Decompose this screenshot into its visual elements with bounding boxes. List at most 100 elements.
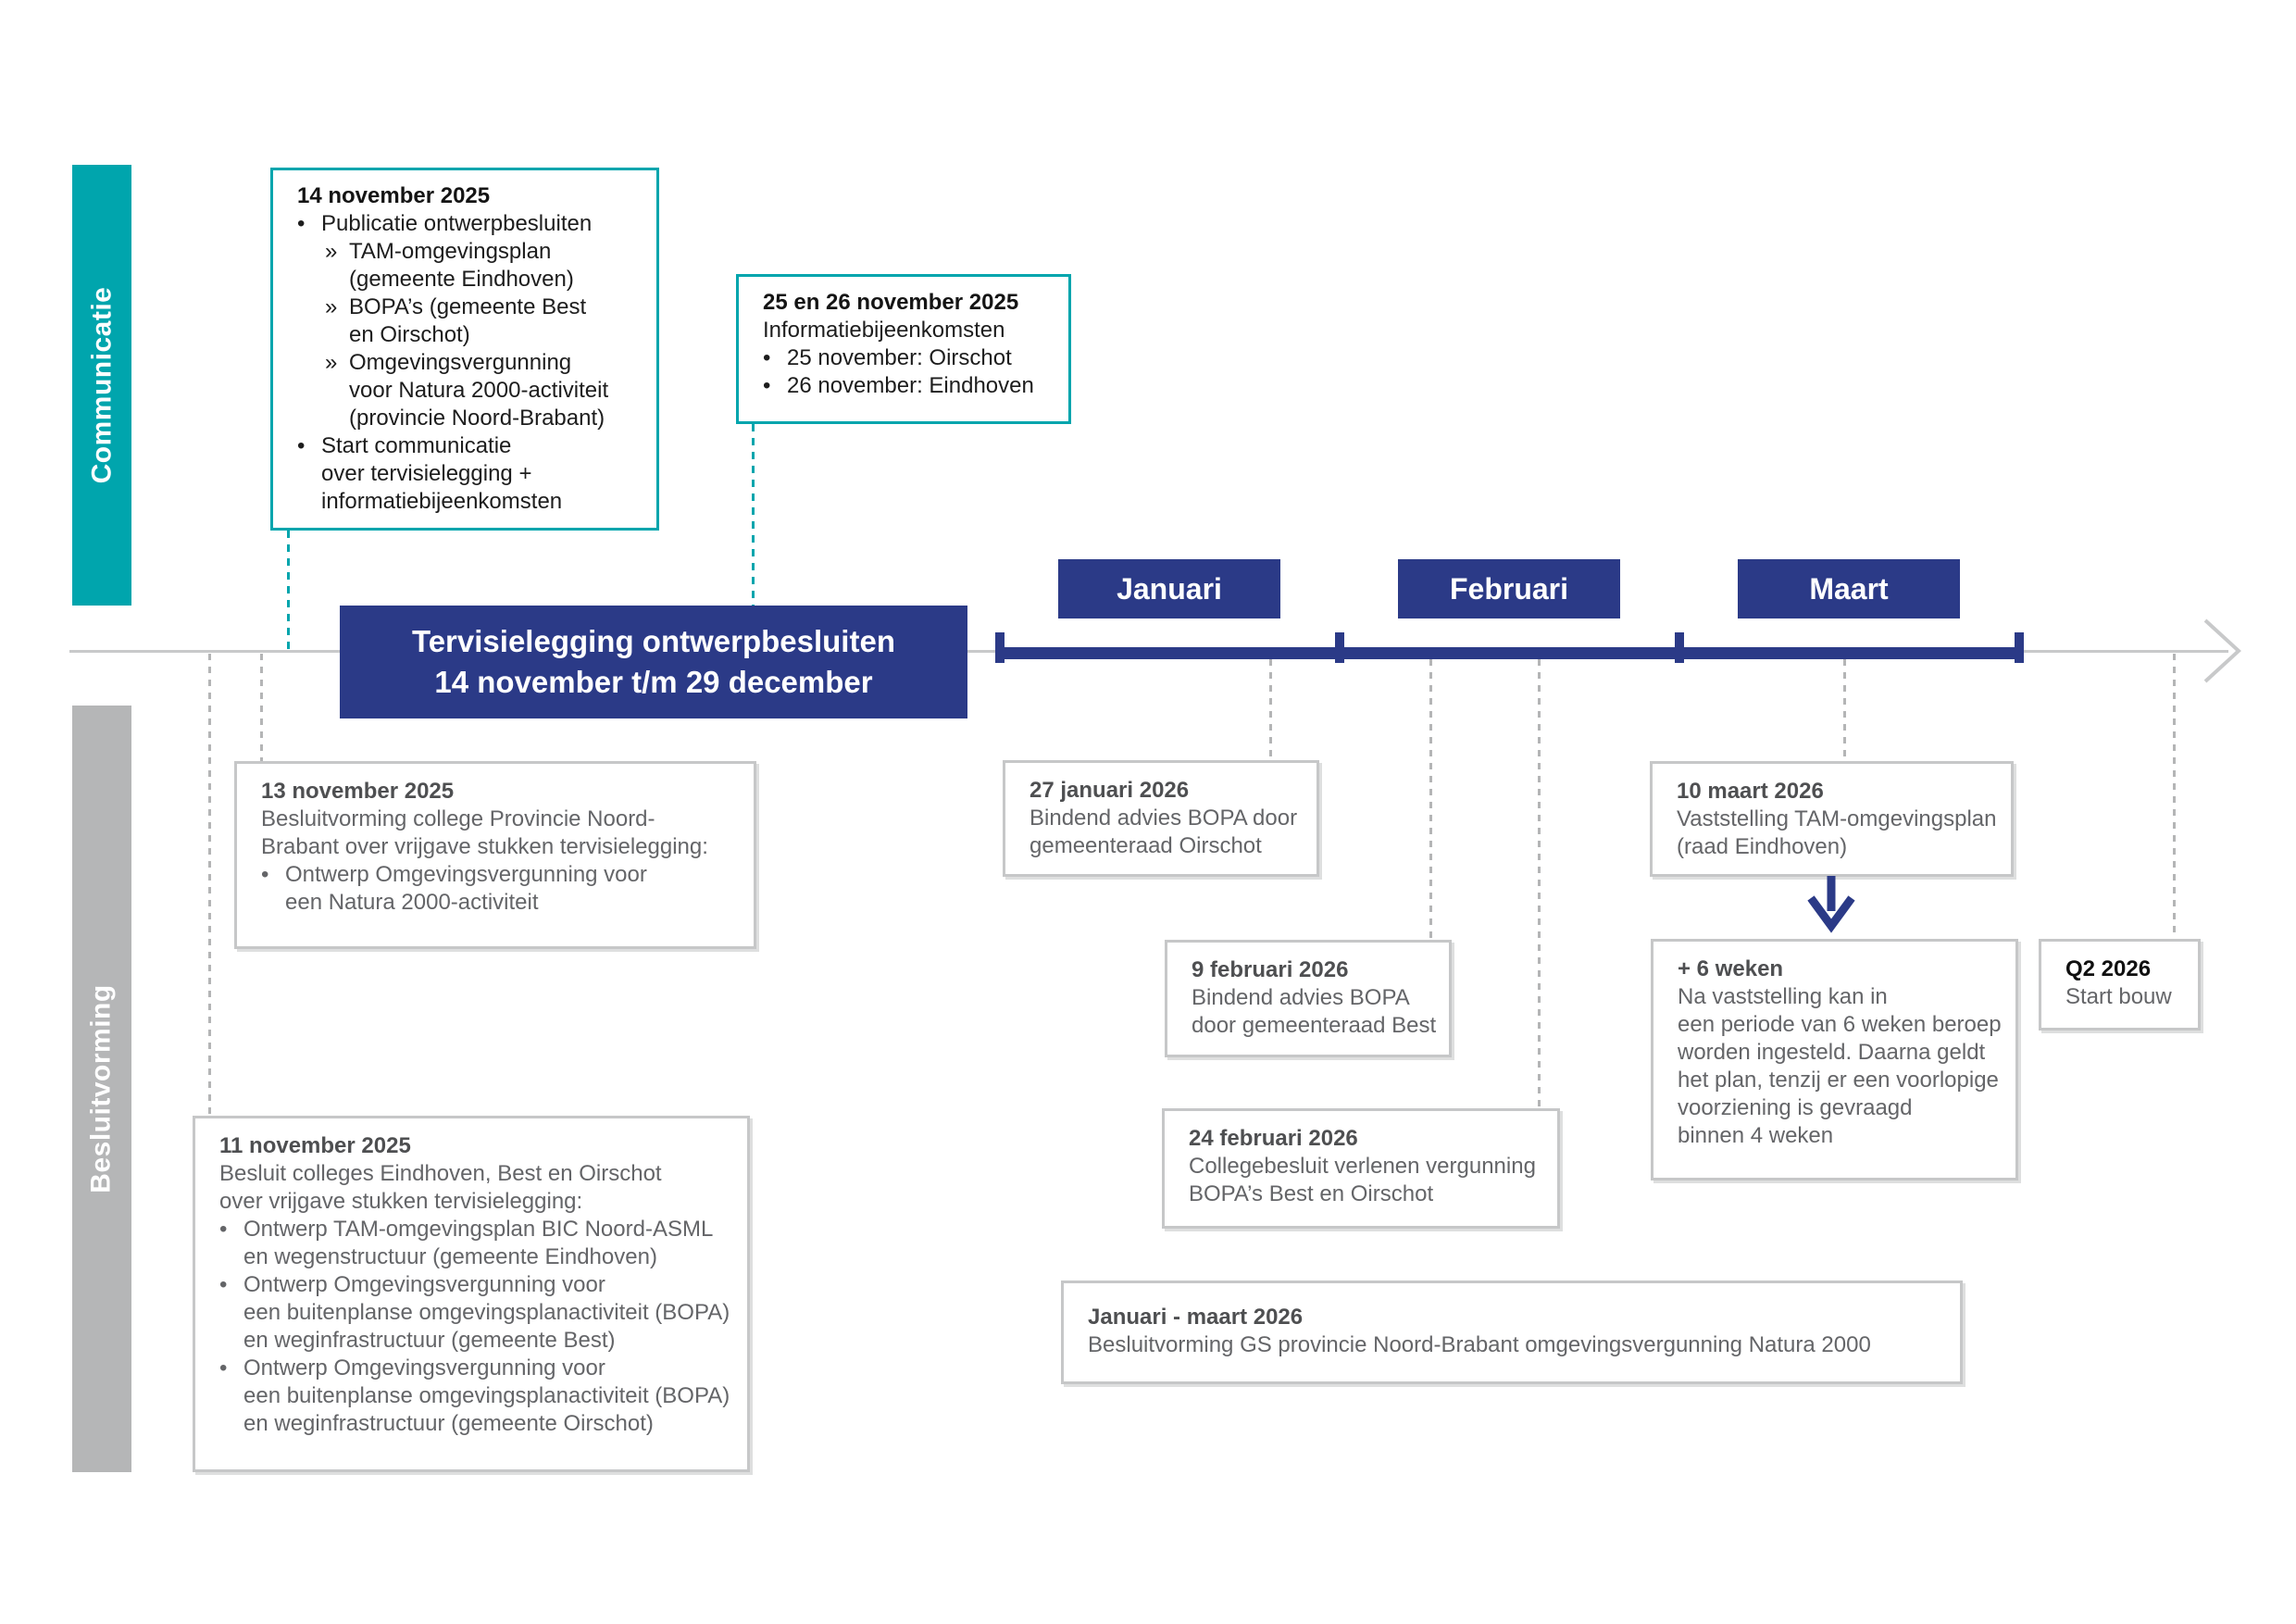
box-line: Besluitvorming college Provincie Noord- xyxy=(261,806,741,833)
box-line: voorziening is gevraagd xyxy=(1678,1094,2003,1122)
event-box-10-maart: 10 maart 2026 Vaststelling TAM-omgevings… xyxy=(1650,761,2014,877)
event-box-title: 14 november 2025 xyxy=(297,183,491,208)
event-box-24-februari: 24 februari 2026 Collegebesluit verlenen… xyxy=(1162,1108,1560,1229)
connector-dashed-27jan xyxy=(1269,659,1272,760)
event-box-body: Na vaststelling kan in een periode van 6 … xyxy=(1678,983,2003,1150)
period-box-tervisielegging: Tervisielegging ontwerpbesluiten 14 nove… xyxy=(340,606,967,718)
box-line-text: Bindend advies BOPA door xyxy=(1029,806,1298,831)
event-box-title: 9 februari 2026 xyxy=(1192,957,1349,982)
month-label-maart: Maart xyxy=(1738,559,1960,618)
box-line-text: door gemeenteraad Best xyxy=(1192,1013,1437,1038)
event-box-title: + 6 weken xyxy=(1678,956,1784,981)
bullet-glyph: • xyxy=(219,1272,228,1297)
box-line: worden ingesteld. Daarna geldt xyxy=(1678,1039,2003,1067)
month-label-text: Maart xyxy=(1809,571,1889,606)
box-line-text: gemeenteraad Oirschot xyxy=(1029,833,1262,858)
box-line: en weginfrastructuur (gemeente Best) xyxy=(219,1327,734,1355)
box-line-text: over tervisielegging + xyxy=(321,461,532,486)
box-line-text: Start communicatie xyxy=(321,433,512,458)
event-box-title: 13 november 2025 xyxy=(261,779,455,804)
month-label-januari: Januari xyxy=(1058,559,1280,618)
box-line: over vrijgave stukken tervisielegging: xyxy=(219,1188,734,1216)
box-line: BOPA’s Best en Oirschot xyxy=(1189,1181,1544,1208)
box-line-text: over vrijgave stukken tervisielegging: xyxy=(219,1189,583,1214)
box-line-text: Vaststelling TAM-omgevingsplan xyxy=(1677,806,1997,831)
period-box-line1: Tervisielegging ontwerpbesluiten xyxy=(412,624,895,658)
bullet-glyph: » xyxy=(325,239,338,264)
box-line-text: Bindend advies BOPA xyxy=(1192,985,1410,1010)
event-box-27-januari: 27 januari 2026 Bindend advies BOPA door… xyxy=(1003,760,1319,877)
event-box-januari-maart: Januari - maart 2026 Besluitvorming GS p… xyxy=(1061,1280,1963,1384)
period-box-line2: 14 november t/m 29 december xyxy=(434,665,873,699)
timeline-segment xyxy=(1000,647,2019,659)
bullet-glyph: • xyxy=(219,1355,228,1380)
box-line-text: Ontwerp Omgevingsvergunning voor xyxy=(243,1272,605,1297)
box-line: •25 november: Oirschot xyxy=(763,344,1055,372)
box-line: Bindend advies BOPA door xyxy=(1029,805,1304,832)
event-box-title: 24 februari 2026 xyxy=(1189,1126,1358,1151)
box-line-text: 25 november: Oirschot xyxy=(787,345,1012,370)
box-line-text: BOPA’s Best en Oirschot xyxy=(1189,1181,1434,1206)
box-line: Vaststelling TAM-omgevingsplan xyxy=(1677,806,1998,833)
event-box-q2-2026: Q2 2026 Start bouw xyxy=(2039,939,2201,1031)
box-line: • Ontwerp Omgevingsvergunning voor xyxy=(219,1271,734,1299)
box-line: (provincie Noord-Brabant) xyxy=(297,405,643,432)
event-box-body: Vaststelling TAM-omgevingsplan(raad Eind… xyxy=(1677,806,1998,861)
event-box-body: Start bouw xyxy=(2065,983,2185,1011)
box-line: het plan, tenzij er een voorlopige xyxy=(1678,1067,2003,1094)
box-line-text: een Natura 2000-activiteit xyxy=(285,890,539,915)
box-line: een Natura 2000-activiteit xyxy=(261,889,741,917)
event-box-title: Q2 2026 xyxy=(2065,956,2152,981)
box-line: voor Natura 2000-activiteit xyxy=(297,377,643,405)
box-line-text: 26 november: Eindhoven xyxy=(787,373,1034,398)
box-line: •Ontwerp Omgevingsvergunning voor xyxy=(261,861,741,889)
box-line-text: informatiebijeenkomsten xyxy=(321,489,563,514)
box-line: •Start communicatie xyxy=(297,432,643,460)
box-line-text: een periode van 6 weken beroep xyxy=(1678,1012,2002,1037)
event-box-title: 27 januari 2026 xyxy=(1029,778,1190,803)
box-line: •Ontwerp TAM-omgevingsplan BIC Noord-ASM… xyxy=(219,1216,734,1243)
box-line: Besluit colleges Eindhoven, Best en Oirs… xyxy=(219,1160,734,1188)
box-line-text: worden ingesteld. Daarna geldt xyxy=(1678,1040,1986,1065)
box-line: over tervisielegging + xyxy=(297,460,643,488)
box-line: (gemeente Eindhoven) xyxy=(297,266,643,294)
box-line: »Omgevingsvergunning xyxy=(325,349,643,377)
box-line: • 26 november: Eindhoven xyxy=(763,372,1055,400)
event-box-13-november: 13 november 2025 Besluitvorming college … xyxy=(234,761,756,949)
event-box-title: 25 en 26 november 2025 xyxy=(763,290,1019,315)
connector-dashed-11nov xyxy=(208,654,211,1116)
box-line: Start bouw xyxy=(2065,983,2185,1011)
tick-maart-end xyxy=(2015,632,2024,663)
event-box-body: Bindend advies BOPA door gemeenteraad Bes… xyxy=(1192,984,1436,1040)
box-line: binnen 4 weken xyxy=(1678,1122,2003,1150)
box-line-text: (gemeente Eindhoven) xyxy=(349,267,574,292)
box-line-text: een buitenplanse omgevingsplanactiviteit… xyxy=(243,1383,730,1408)
box-line: »TAM-omgevingsplan xyxy=(325,238,643,266)
box-line: Informatiebijeenkomsten xyxy=(763,317,1055,344)
box-line: Collegebesluit verlenen vergunning xyxy=(1189,1153,1544,1181)
box-line: »BOPA’s (gemeente Best xyxy=(325,294,643,321)
tick-januari-start xyxy=(995,632,1004,663)
box-line: en wegenstructuur (gemeente Eindhoven) xyxy=(219,1243,734,1271)
event-box-body: Besluit colleges Eindhoven, Best en Oirs… xyxy=(219,1160,734,1438)
box-line-text: Na vaststelling kan in xyxy=(1678,984,1888,1009)
box-line: en Oirschot) xyxy=(297,321,643,349)
lane-communicatie: Communicatie xyxy=(72,165,131,606)
tick-februari-start xyxy=(1335,632,1344,663)
bullet-glyph: • xyxy=(763,373,771,398)
box-line-text: binnen 4 weken xyxy=(1678,1123,1834,1148)
box-line: •Publicatie ontwerpbesluiten xyxy=(297,210,643,238)
tick-maart-start xyxy=(1675,632,1684,663)
event-box-plus-6-weken: + 6 weken Na vaststelling kan in een peri… xyxy=(1651,939,2018,1181)
box-line-text: Ontwerp Omgevingsvergunning voor xyxy=(243,1355,605,1380)
box-line: een buitenplanse omgevingsplanactiviteit… xyxy=(219,1382,734,1410)
lane-besluitvorming: Besluitvorming xyxy=(72,706,131,1472)
connector-dashed-q2 xyxy=(2173,654,2176,939)
month-label-text: Februari xyxy=(1449,571,1569,606)
box-line: door gemeenteraad Best xyxy=(1192,1012,1436,1040)
box-line-text: en weginfrastructuur (gemeente Best) xyxy=(243,1328,616,1353)
box-line: Na vaststelling kan in xyxy=(1678,983,2003,1011)
box-line: Brabant over vrijgave stukken tervisiele… xyxy=(261,833,741,861)
